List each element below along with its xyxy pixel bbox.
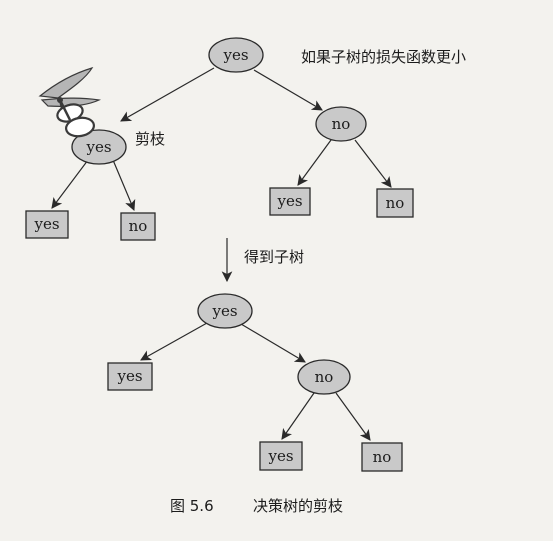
scissors-upper-blade — [38, 66, 94, 99]
bottom-tree-edges — [140, 322, 371, 441]
bottom-right-label: no — [315, 368, 334, 386]
top-root-label: yes — [222, 46, 248, 64]
top-tree-edges — [51, 67, 392, 211]
top-left-label: yes — [85, 138, 111, 156]
caption-title: 决策树的剪枝 — [253, 497, 343, 515]
bottom-right-leaf-no-label: no — [373, 448, 392, 466]
scissors-icon — [38, 66, 102, 138]
top-right-node: no — [315, 106, 367, 142]
top-left-leaf-no: no — [120, 212, 156, 241]
top-right-label: no — [332, 115, 351, 133]
bottom-left-leaf-yes-label: yes — [116, 367, 142, 385]
edge-bottom-root-to-left — [140, 322, 208, 361]
edge-left-to-leaf-yes — [51, 159, 89, 209]
top-left-leaf-yes: yes — [25, 210, 69, 239]
top-right-leaf-yes: yes — [269, 187, 311, 216]
bottom-right-node: no — [297, 359, 351, 395]
bottom-left-leaf-yes: yes — [107, 362, 153, 391]
edge-bottom-right-to-leaf-yes — [281, 392, 315, 440]
top-left-node: yes — [71, 129, 127, 165]
edge-right-to-leaf-yes — [297, 139, 332, 186]
caption-number: 图 5.6 — [170, 497, 214, 515]
top-left-leaf-no-label: no — [129, 217, 148, 235]
scissors-ring-lower — [65, 116, 95, 138]
condition-annotation: 如果子树的损失函数更小 — [301, 48, 466, 66]
result-annotation: 得到子树 — [244, 248, 304, 266]
top-right-leaf-yes-label: yes — [276, 192, 302, 210]
prune-annotation: 剪枝 — [135, 130, 165, 148]
edge-root-to-right — [253, 69, 323, 111]
top-left-leaf-yes-label: yes — [33, 215, 59, 233]
edge-bottom-root-to-right — [240, 323, 306, 363]
bottom-root-node: yes — [197, 293, 253, 329]
figure-caption: 图 5.6 决策树的剪枝 — [170, 497, 343, 515]
edge-right-to-leaf-no — [354, 139, 392, 188]
top-right-leaf-no-label: no — [386, 194, 405, 212]
edge-bottom-right-to-leaf-no — [335, 392, 371, 441]
bottom-root-label: yes — [211, 302, 237, 320]
bottom-right-leaf-no: no — [361, 442, 403, 472]
edge-left-to-leaf-no — [112, 159, 136, 211]
top-right-leaf-no: no — [376, 188, 414, 218]
edge-root-to-left — [120, 67, 215, 122]
top-root-node: yes — [208, 37, 264, 73]
bottom-right-leaf-yes: yes — [259, 441, 303, 471]
bottom-right-leaf-yes-label: yes — [267, 447, 293, 465]
